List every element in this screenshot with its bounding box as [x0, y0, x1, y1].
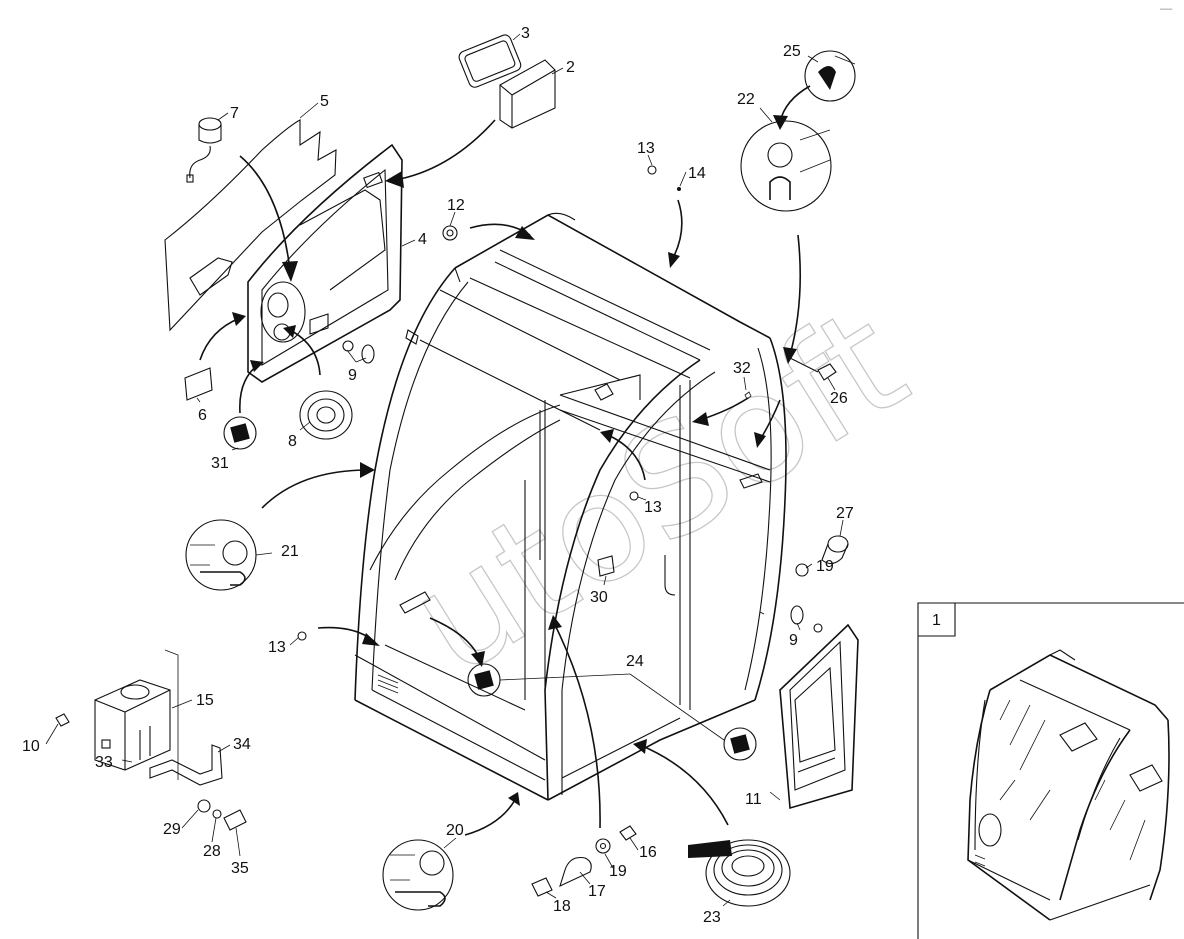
- right-door-part-11: [779, 623, 859, 810]
- dot-part-14: [677, 187, 681, 191]
- label-part-31: [223, 416, 257, 450]
- callout-35: 35: [231, 860, 249, 877]
- callout-34: 34: [233, 736, 251, 753]
- hardware-16-19-17-18: [531, 825, 637, 897]
- callout-21: 21: [281, 543, 299, 560]
- callout-5: 5: [320, 93, 329, 110]
- callout-2: 2: [566, 59, 575, 76]
- seal-inner: [464, 40, 516, 82]
- callout-9-right: 9: [789, 632, 798, 649]
- left-door-glass: [164, 119, 337, 332]
- bracket-part-34: [149, 744, 223, 786]
- nut-part-13-top: [647, 165, 657, 175]
- callout-9-upper: 9: [348, 367, 357, 384]
- callout-31: 31: [211, 455, 229, 472]
- callout-18: 18: [553, 898, 571, 915]
- nut-part-10: [55, 713, 70, 727]
- right-hardware-27-19-9: [759, 535, 849, 633]
- callout-19-right: 19: [816, 558, 834, 575]
- screw-part-32: [744, 391, 752, 400]
- left-door-panel: [247, 143, 403, 383]
- leader-lines: [45, 33, 844, 907]
- callout-27: 27: [836, 505, 854, 522]
- detail-part-25: [804, 50, 856, 102]
- callout-13-lower: 13: [268, 639, 286, 656]
- detail-seal-22: [740, 120, 832, 212]
- callout-32: 32: [733, 360, 751, 377]
- cab-frame: [354, 212, 787, 801]
- nut-part-13-middle: [629, 491, 639, 501]
- callout-12: 12: [447, 197, 465, 214]
- callout-6: 6: [198, 407, 207, 424]
- callout-13-top: 13: [637, 140, 655, 157]
- callout-10: 10: [22, 738, 40, 755]
- lamp-part-2: [499, 59, 556, 129]
- bracket-part-30: [597, 555, 615, 577]
- callout-19-bottom: 19: [609, 863, 627, 880]
- callout-14: 14: [688, 165, 706, 182]
- callout-11: 11: [745, 791, 762, 808]
- nut-part-12: [442, 225, 458, 241]
- callout-3: 3: [521, 25, 530, 42]
- callout-25: 25: [783, 43, 801, 60]
- callout-16: 16: [639, 844, 657, 861]
- washer-part-28: [212, 809, 222, 819]
- callout-29: 29: [163, 821, 181, 838]
- callout-28: 28: [203, 843, 221, 860]
- washer-part-29: [197, 799, 211, 813]
- nut-part-13-lower: [297, 631, 307, 641]
- detail-seal-20: [382, 839, 454, 911]
- inset-complete-cab: 1: [917, 602, 1184, 939]
- callout-numbers: 3 2 7 5 13 14 25 22 12 4 9 6 8 31 32 26 …: [22, 25, 854, 926]
- callout-22: 22: [737, 91, 755, 108]
- assembly-arrows: [199, 85, 819, 836]
- nut-part-12-hole: [446, 229, 454, 237]
- labels-part-24: [399, 591, 757, 761]
- callout-7: 7: [230, 105, 239, 122]
- callout-30: 30: [590, 589, 608, 606]
- coil-part-23: [688, 839, 791, 907]
- bolt-part-9-upper: [342, 340, 375, 364]
- callout-24: 24: [626, 653, 644, 670]
- inset-label: 1: [932, 612, 941, 629]
- callout-13-middle: 13: [644, 499, 662, 516]
- seal-part-3: [458, 34, 522, 88]
- callout-20: 20: [446, 822, 464, 839]
- bolt-part-35: [223, 809, 247, 831]
- switch-part-7: [186, 117, 222, 183]
- plate-part-6: [184, 367, 213, 401]
- callout-15: 15: [196, 692, 214, 709]
- callout-23: 23: [703, 909, 721, 926]
- label-part-31-fill: [230, 423, 250, 443]
- speaker-part-8: [299, 390, 353, 440]
- corner-mark: ––: [1160, 3, 1173, 15]
- knob-part-26: [817, 363, 837, 381]
- callout-33: 33: [95, 754, 113, 771]
- callout-4: 4: [418, 231, 427, 248]
- callout-26: 26: [830, 390, 848, 407]
- callout-17: 17: [588, 883, 606, 900]
- callout-8: 8: [288, 433, 297, 450]
- detail-seal-21: [185, 519, 257, 591]
